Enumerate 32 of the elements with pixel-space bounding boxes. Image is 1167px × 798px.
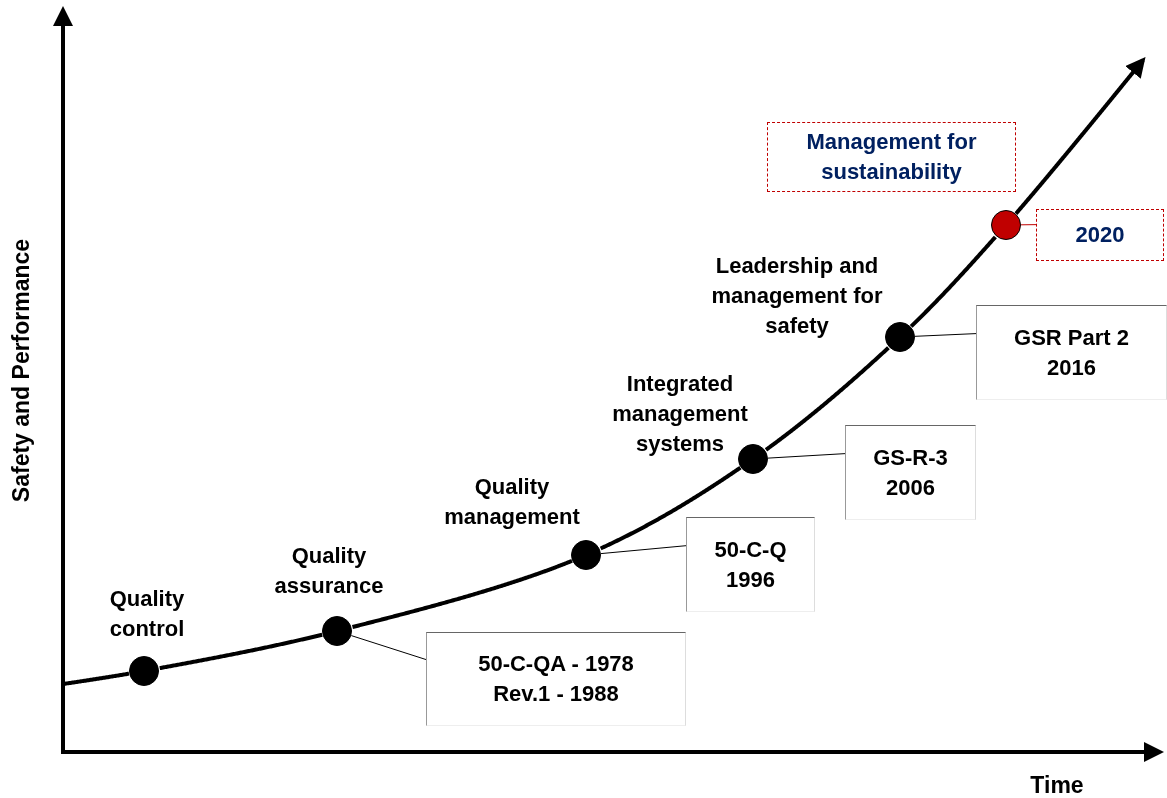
document-label: GS-R-3 2006 — [872, 443, 949, 502]
document-box — [686, 517, 815, 612]
stage-label: Leadership and management for safety — [710, 252, 884, 340]
document-box — [426, 632, 686, 726]
stage-label: Integrated management systems — [611, 370, 749, 458]
growth-curve — [599, 466, 742, 551]
milestone-dot — [571, 540, 601, 570]
document-label: 2020 — [1075, 221, 1125, 249]
growth-curve — [351, 559, 573, 629]
stage-label: Quality management — [443, 473, 581, 531]
axis-title: Time — [1030, 771, 1084, 798]
growth-curve — [909, 235, 997, 328]
milestone-dot — [885, 322, 915, 352]
stage-label: Quality assurance — [273, 542, 385, 600]
document-label: 50-C-Q 1996 — [713, 535, 788, 594]
stage-label: Quality control — [108, 585, 186, 643]
growth-curve — [1014, 56, 1146, 215]
document-label: 50-C-QA - 1978 Rev.1 - 1988 — [477, 650, 635, 708]
growth-curve — [764, 346, 890, 452]
growth-curve — [158, 632, 324, 671]
document-label: Management for sustainability — [805, 128, 978, 186]
document-box — [845, 425, 976, 520]
document-label: GSR Part 2 2016 — [1013, 323, 1130, 382]
growth-curve — [62, 671, 130, 686]
milestone-dot — [129, 656, 159, 686]
milestone-dot — [991, 210, 1021, 240]
milestone-dot — [738, 444, 768, 474]
target-box — [1036, 209, 1164, 261]
axis-title: Safety and Performance — [8, 238, 36, 502]
target-box — [767, 122, 1016, 192]
document-box — [976, 305, 1167, 400]
milestone-dot — [322, 616, 352, 646]
